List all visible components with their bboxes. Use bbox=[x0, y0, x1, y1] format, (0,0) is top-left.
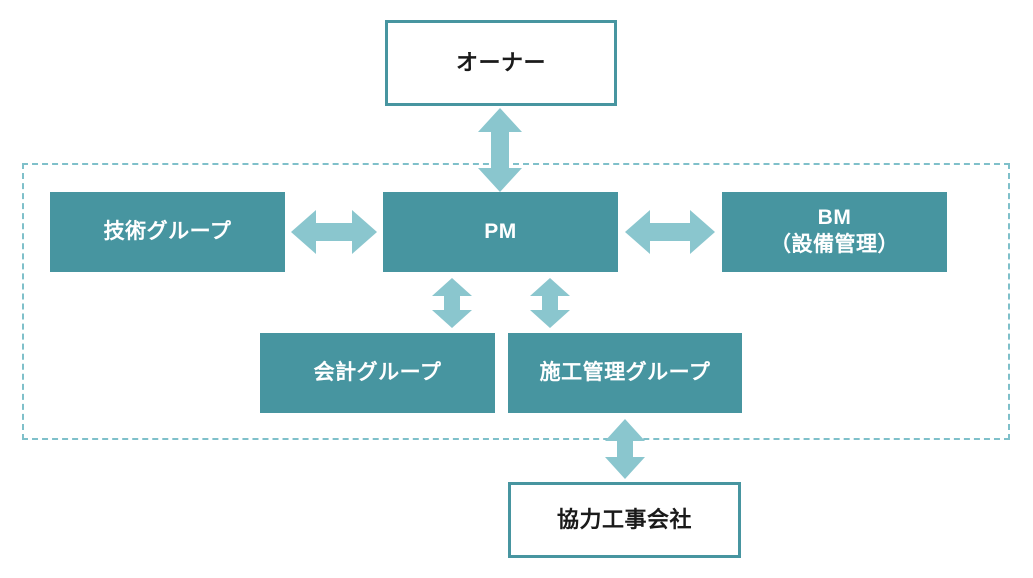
node-bm-label: BM （設備管理） bbox=[770, 205, 899, 259]
node-tech-group-label: 技術グループ bbox=[103, 219, 232, 243]
arrow-pm-accounting bbox=[432, 278, 472, 328]
arrow-owner-pm bbox=[478, 108, 522, 192]
arrow-pm-construction bbox=[530, 278, 570, 328]
arrow-pm-bm bbox=[625, 210, 715, 254]
internal-organization-boundary bbox=[22, 163, 1010, 440]
node-owner[interactable]: オーナー bbox=[385, 20, 617, 106]
node-construction-group[interactable]: 施工管理グループ bbox=[508, 333, 742, 413]
node-pm-label: PM bbox=[484, 219, 517, 243]
node-accounting-group[interactable]: 会計グループ bbox=[260, 333, 495, 413]
node-partner-company-label: 協力工事会社 bbox=[556, 506, 692, 532]
node-owner-label: オーナー bbox=[455, 49, 546, 75]
node-bm-label-line2: （設備管理） bbox=[770, 233, 899, 256]
node-accounting-group-label: 会計グループ bbox=[313, 360, 442, 384]
node-tech-group[interactable]: 技術グループ bbox=[50, 192, 285, 272]
arrow-tech-pm bbox=[291, 210, 377, 254]
arrow-construction-partner bbox=[605, 419, 645, 479]
node-construction-group-label: 施工管理グループ bbox=[539, 360, 711, 384]
node-bm[interactable]: BM （設備管理） bbox=[722, 192, 947, 272]
node-partner-company[interactable]: 協力工事会社 bbox=[508, 482, 741, 558]
node-bm-label-line1: BM bbox=[817, 206, 852, 230]
node-pm[interactable]: PM bbox=[383, 192, 618, 272]
